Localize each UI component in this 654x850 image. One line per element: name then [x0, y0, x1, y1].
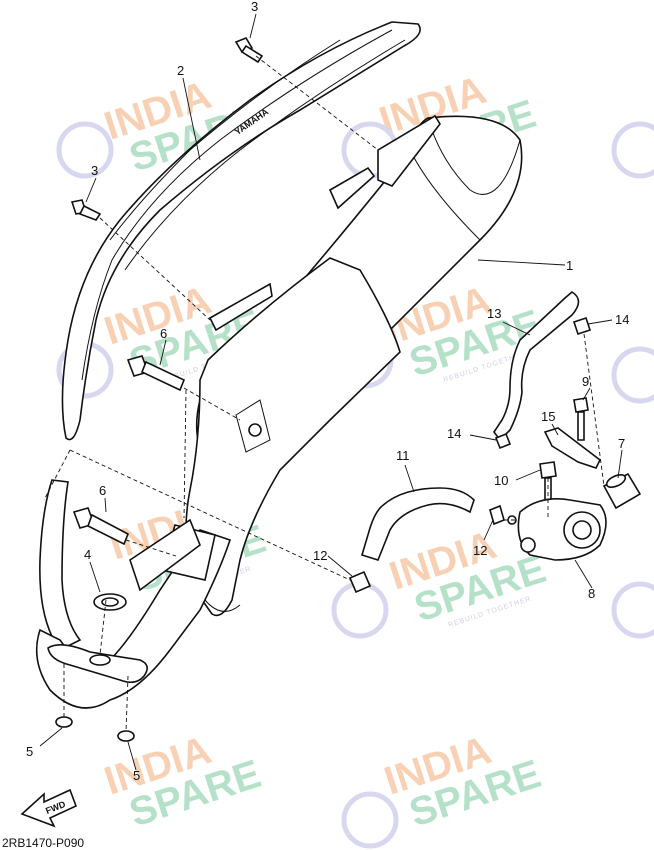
callout-4: 4 — [84, 547, 91, 562]
callout-5-left: 5 — [26, 744, 33, 759]
leader-lines — [39, 13, 623, 771]
callout-3-left: 3 — [91, 163, 98, 178]
callout-9: 9 — [582, 374, 589, 389]
watermark: INDIA SPARE — [379, 728, 546, 835]
callout-6-upper: 6 — [160, 326, 167, 341]
callout-14-mid: 14 — [447, 426, 461, 441]
bolts — [55, 37, 589, 742]
nut-5-left — [55, 716, 73, 728]
callout-2: 2 — [177, 63, 184, 78]
callout-1: 1 — [566, 258, 573, 273]
muffler-body — [185, 114, 523, 617]
callout-10: 10 — [494, 473, 508, 488]
callout-8: 8 — [588, 586, 595, 601]
air-induction-system — [348, 291, 642, 594]
callout-14-top: 14 — [615, 312, 629, 327]
muffler-protector: YAMAHA — [61, 21, 421, 441]
callout-11: 11 — [396, 448, 410, 463]
callout-12-right: 12 — [473, 543, 487, 558]
nut-5-right — [117, 730, 135, 742]
fwd-arrow-icon: FWD — [20, 788, 78, 828]
callout-15: 15 — [541, 409, 555, 424]
callouts: 3 2 3 1 13 14 6 9 15 14 7 11 10 6 4 12 1… — [26, 0, 629, 783]
callout-5-right: 5 — [133, 768, 140, 783]
callout-3-top: 3 — [251, 0, 258, 14]
callout-13: 13 — [487, 306, 501, 321]
callout-12-left: 12 — [313, 548, 327, 563]
callout-6-lower: 6 — [99, 483, 106, 498]
callout-7: 7 — [618, 436, 625, 451]
diagram-code: 2RB1470-P090 — [2, 836, 84, 850]
